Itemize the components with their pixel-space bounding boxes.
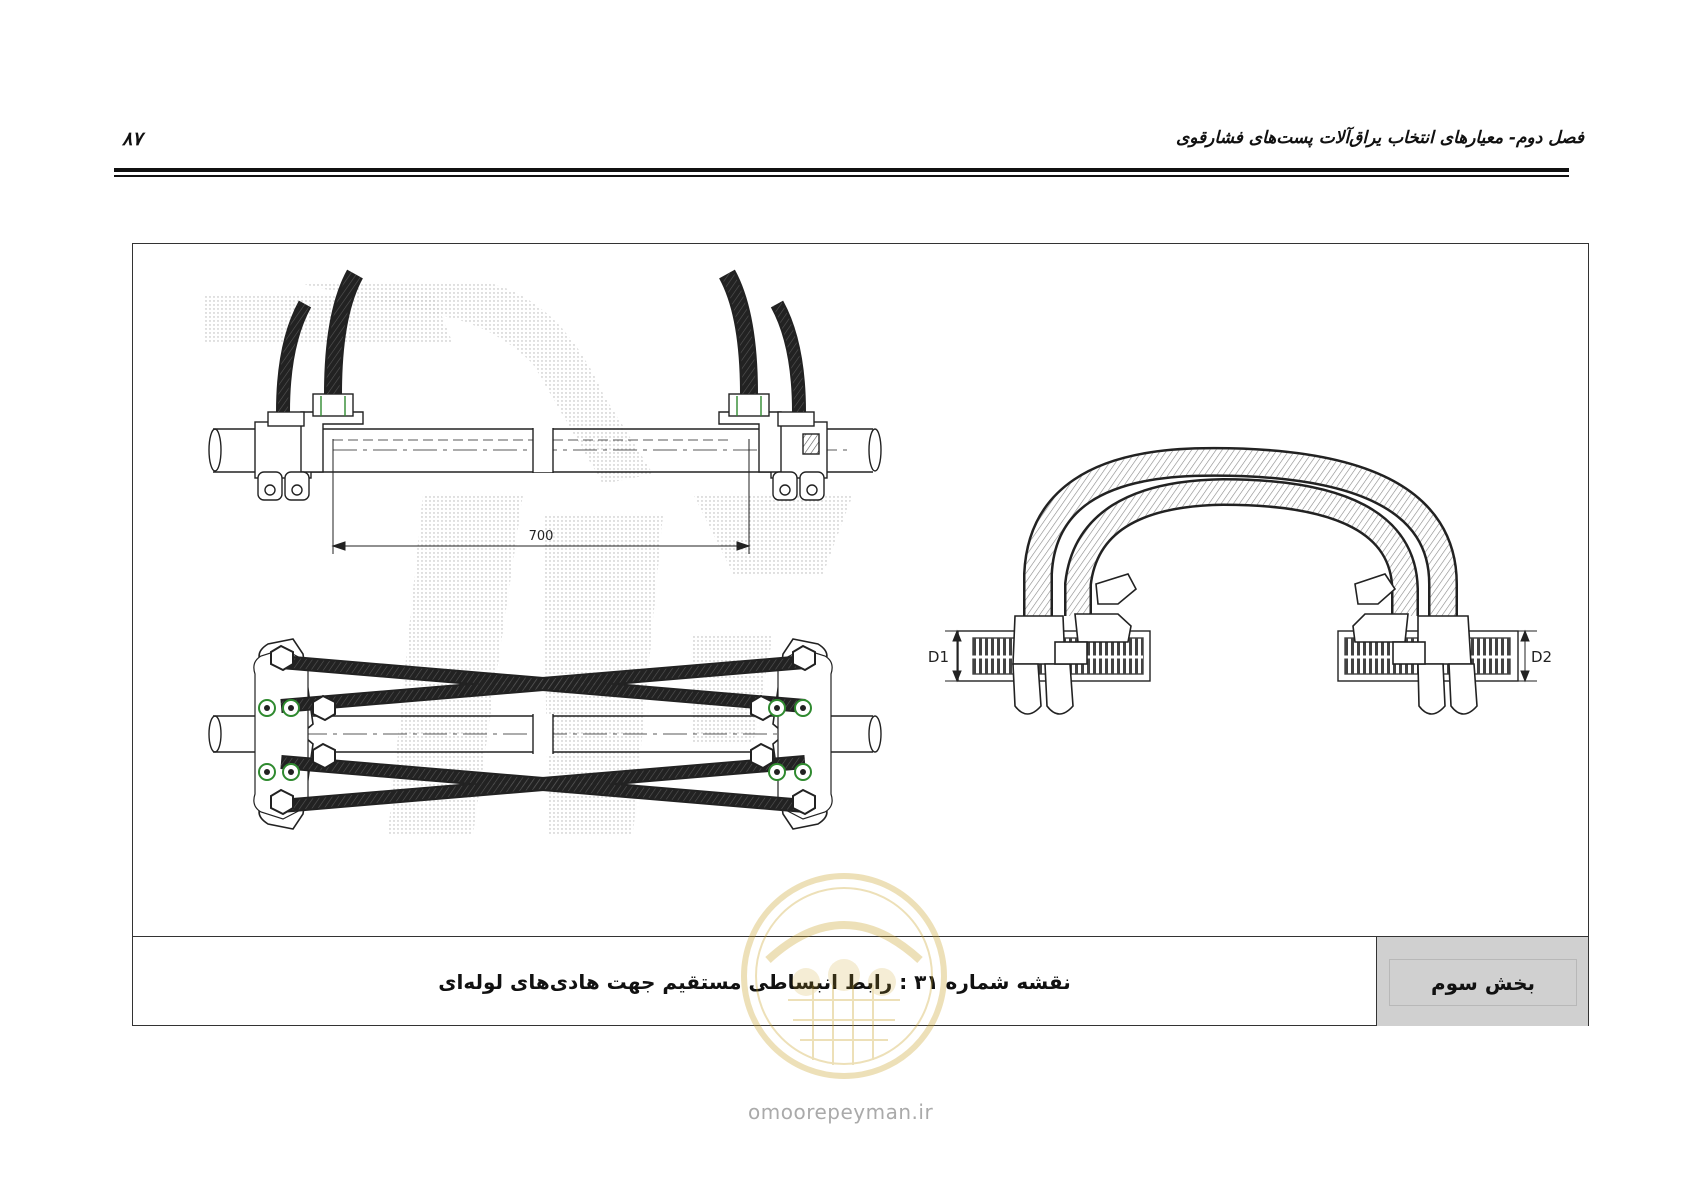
header-rule-thin bbox=[114, 175, 1569, 177]
d1-dimension bbox=[945, 629, 969, 683]
page-number: ۸۷ bbox=[122, 128, 143, 150]
figure-caption: نقشه شماره ۳۱ : رابط انبساطی مستقیم جهت … bbox=[438, 969, 1071, 994]
plan-view-bolt-centers bbox=[264, 705, 806, 775]
d2-dimension bbox=[1513, 629, 1537, 683]
dimension-label: 700 bbox=[529, 529, 554, 544]
watermark-logo-icon bbox=[741, 873, 947, 1079]
side-view-left-clamp bbox=[1012, 573, 1138, 715]
d1-label: D1 bbox=[928, 648, 949, 666]
technical-drawing: 700 bbox=[203, 269, 1552, 834]
caption-row: نقشه شماره ۳۱ : رابط انبساطی مستقیم جهت … bbox=[133, 936, 1588, 1026]
section-cell: بخش سوم bbox=[1376, 937, 1588, 1026]
plan-view-lugs bbox=[270, 644, 816, 816]
top-view-right-clamp bbox=[718, 393, 828, 501]
plan-view-right-plate bbox=[772, 638, 833, 830]
header-rule-thick bbox=[114, 168, 1569, 172]
figure-frame: 700 bbox=[132, 243, 1589, 1026]
side-view-arch-cables bbox=[1023, 446, 1458, 616]
background-dotted-shapes bbox=[203, 284, 853, 834]
top-view-left-clamp bbox=[254, 393, 364, 501]
top-view-left-cables bbox=[276, 269, 363, 413]
section-label: بخش سوم bbox=[1389, 959, 1577, 1006]
page-header-title: فصل دوم- معیارهای انتخاب یراق‌آلات پست‌ه… bbox=[1175, 128, 1584, 148]
top-view-right-cables bbox=[719, 269, 806, 413]
plan-view-cables bbox=[280, 655, 806, 813]
dimension-line bbox=[331, 439, 751, 554]
d2-label: D2 bbox=[1531, 648, 1552, 666]
watermark-site-text: omoorepeyman.ir bbox=[748, 1100, 934, 1124]
side-view-right-clamp bbox=[1352, 573, 1478, 715]
